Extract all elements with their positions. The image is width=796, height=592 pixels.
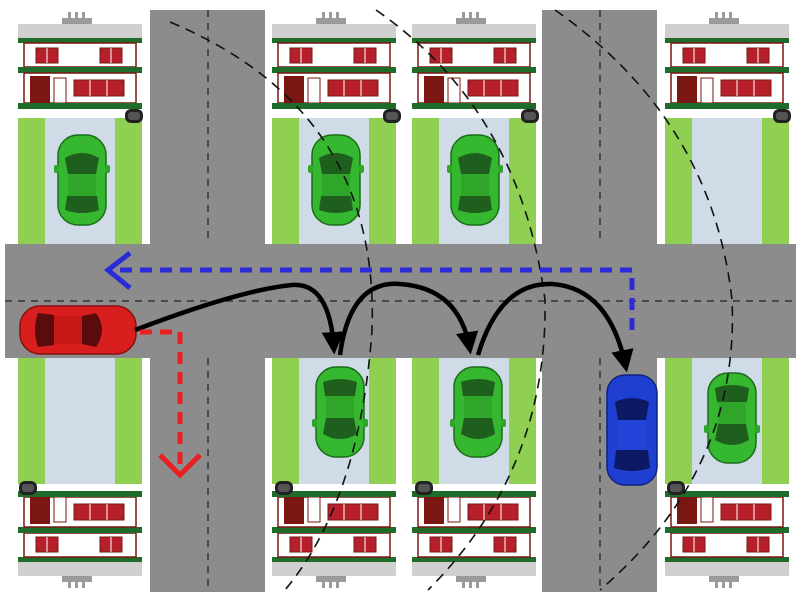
house-top-2 bbox=[271, 11, 397, 110]
return-route bbox=[103, 251, 635, 330]
parked-car bbox=[53, 134, 111, 226]
mailbox-icon bbox=[415, 481, 433, 495]
house-top-4 bbox=[664, 11, 790, 110]
house-top-1 bbox=[17, 11, 143, 110]
house-bottom-4 bbox=[664, 490, 790, 589]
search-route bbox=[134, 281, 634, 373]
parked-car bbox=[449, 366, 507, 458]
house-top-3 bbox=[411, 11, 537, 110]
mailbox-icon bbox=[125, 109, 143, 123]
parked-car bbox=[307, 134, 365, 226]
ego-red-car bbox=[19, 305, 137, 355]
mailbox-icon bbox=[275, 481, 293, 495]
range-arcs bbox=[169, 9, 734, 591]
mailbox-icon bbox=[521, 109, 539, 123]
parked-car bbox=[311, 366, 369, 458]
target-blue-car bbox=[606, 374, 658, 486]
park-route bbox=[140, 329, 202, 479]
parked-car bbox=[446, 134, 504, 226]
mailbox-icon bbox=[667, 481, 685, 495]
mailbox-icon bbox=[773, 109, 791, 123]
house-bottom-1 bbox=[17, 490, 143, 589]
house-bottom-2 bbox=[271, 490, 397, 589]
mailbox-icon bbox=[19, 481, 37, 495]
parked-car bbox=[703, 372, 761, 464]
roads bbox=[5, 10, 796, 592]
mailbox-icon bbox=[383, 109, 401, 123]
house-bottom-3 bbox=[411, 490, 537, 589]
